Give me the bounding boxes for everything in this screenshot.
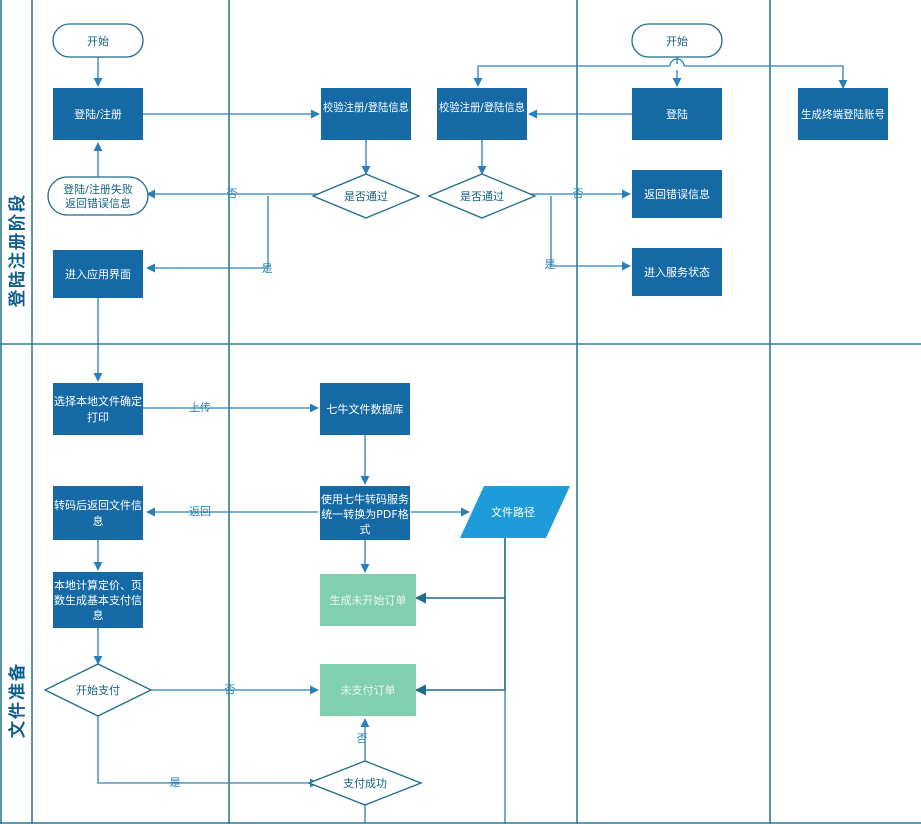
edge-label-no-2: 否 [573, 187, 584, 200]
node-start-right[interactable]: 开始 [631, 23, 723, 58]
node-enter-service[interactable]: 进入服务状态 [632, 248, 722, 296]
node-return-error[interactable]: 返回错误信息 [632, 170, 722, 218]
edge-label-no-3: 否 [225, 683, 236, 696]
node-label-line1: 选择本地文件确定 [54, 394, 142, 408]
node-label-line1: 校验注册/登陆信息 [323, 100, 409, 114]
node-label: 生成终端登陆账号 [801, 107, 885, 121]
node-label: 支付成功 [343, 777, 387, 790]
edge-label-yes-1: 是 [262, 262, 273, 275]
node-label-line1: 校验注册/登陆信息 [439, 100, 525, 114]
node-label: 是否通过 [344, 190, 388, 203]
node-pay-success[interactable]: 支付成功 [307, 760, 423, 806]
node-file-path[interactable]: 文件路径 [460, 486, 570, 538]
node-label-line2: 打印 [87, 410, 109, 424]
edge-label-no-4: 否 [357, 732, 368, 745]
node-label: 登陆 [666, 107, 688, 121]
node-gen-account[interactable]: 生成终端登陆账号 [798, 88, 888, 140]
node-login[interactable]: 登陆 [632, 88, 722, 140]
node-pass-2[interactable]: 是否通过 [427, 173, 537, 219]
node-label: 返回错误信息 [644, 187, 710, 201]
edge-label-yes-2: 是 [545, 258, 556, 271]
node-label: 开始 [666, 34, 688, 48]
node-label-line2: 数生成基本支付信 [54, 593, 142, 607]
node-label-line2: 息 [93, 514, 104, 528]
node-label-line1: 登陆/注册失败 [63, 182, 133, 196]
edge-label-yes-3: 是 [170, 776, 181, 789]
node-unpaid-order[interactable]: 未支付订单 [320, 664, 416, 716]
node-login-register[interactable]: 登陆/注册 [53, 88, 143, 140]
node-pass-1[interactable]: 是否通过 [311, 173, 421, 219]
node-label: 七牛文件数据库 [327, 402, 404, 416]
lane-label-file: 文件准备 [7, 662, 28, 738]
node-label: 进入应用界面 [65, 267, 131, 281]
node-label: 进入服务状态 [644, 265, 710, 279]
node-label-line3: 式 [360, 523, 371, 536]
edge-label-upload: 上传 [189, 401, 211, 414]
node-qiniu-db[interactable]: 七牛文件数据库 [320, 383, 410, 435]
node-start-pay[interactable]: 开始支付 [43, 663, 153, 717]
edge-label-no-1: 否 [227, 187, 238, 200]
node-label-line1: 使用七牛转码服务 [321, 492, 409, 506]
node-enter-app[interactable]: 进入应用界面 [53, 250, 143, 298]
edge-label-return: 返回 [189, 505, 211, 518]
node-label-line2: 统一转换为PDF格 [321, 507, 408, 521]
node-label: 登陆/注册 [74, 107, 122, 121]
node-label: 生成未开始订单 [330, 593, 407, 607]
node-label: 开始支付 [76, 683, 120, 697]
node-label: 是否通过 [460, 190, 504, 203]
node-label-line1: 本地计算定价、页 [54, 578, 142, 592]
node-label-line3: 息 [93, 608, 104, 622]
node-label: 文件路径 [491, 505, 535, 519]
node-label-line2: 返回错误信息 [65, 196, 131, 210]
node-verify-2[interactable]: 校验注册/登陆信息 [437, 88, 527, 140]
connectors-top: 登陆/注册失败 --> 返回错误信息 --> 进入服务状态 --> [93, 57, 848, 273]
lane-label-login: 登陆注册阶段 [7, 193, 28, 308]
node-label-line1: 转码后返回文件信 [54, 498, 142, 512]
node-verify-1[interactable]: 校验注册/登陆信息 [321, 88, 411, 140]
node-label: 开始 [87, 34, 109, 48]
node-gen-unstarted[interactable]: 生成未开始订单 [320, 574, 416, 626]
node-label: 未支付订单 [341, 684, 396, 697]
node-start-left[interactable]: 开始 [52, 23, 144, 58]
